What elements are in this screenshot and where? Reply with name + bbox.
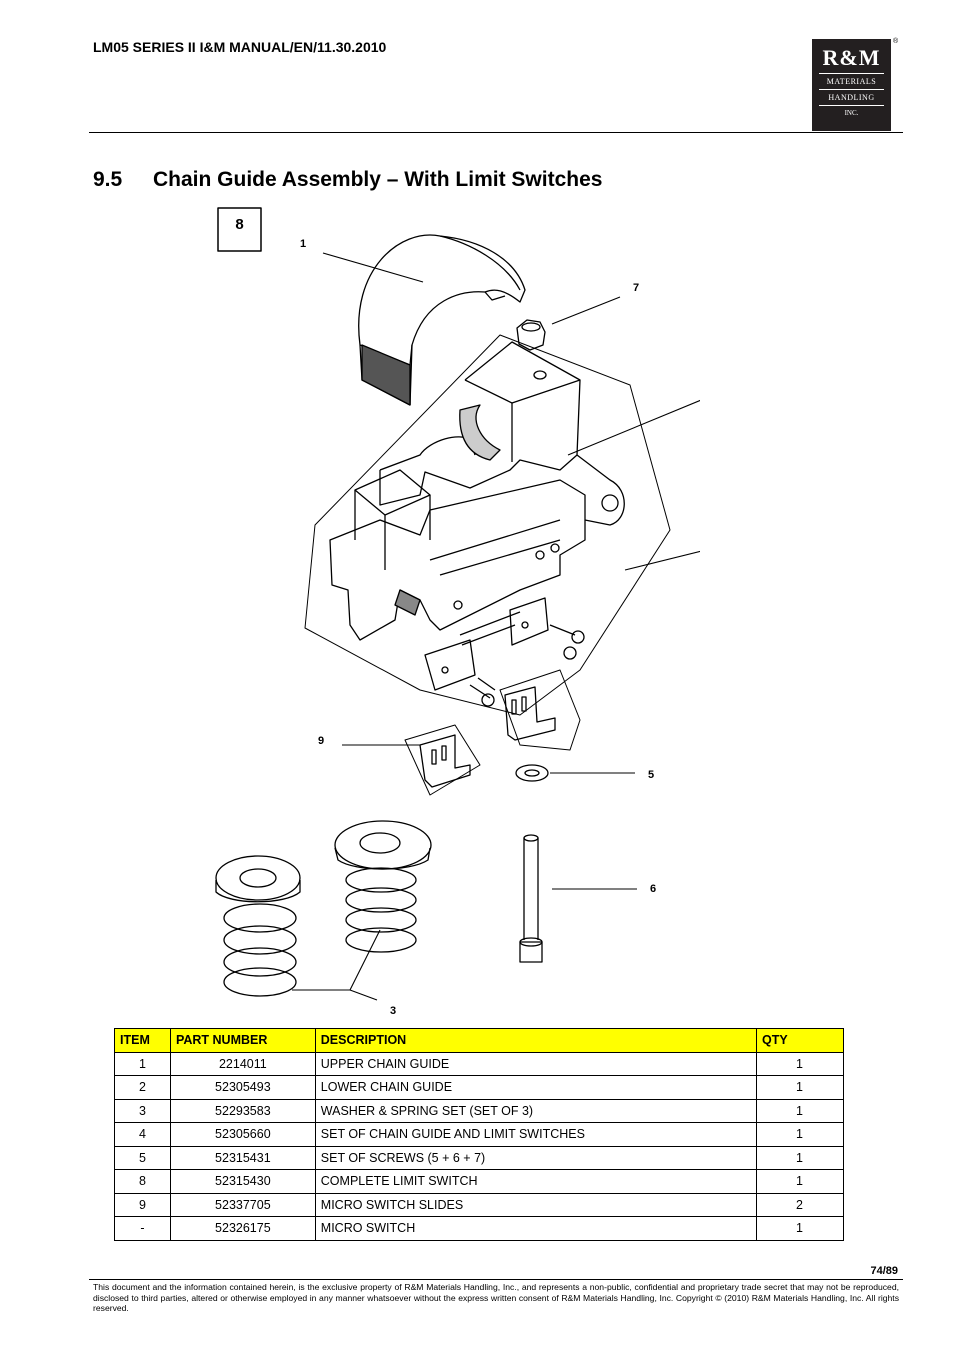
item-cell: 4 <box>114 1122 171 1147</box>
description-cell: MICRO SWITCH <box>314 1216 758 1241</box>
washer-part <box>515 764 549 782</box>
item-cell: - <box>114 1216 171 1241</box>
callout-3: 3 <box>390 1005 396 1017</box>
qty-cell: 1 <box>756 1169 844 1194</box>
leader-lines <box>292 252 700 1001</box>
part-number-cell: 52337705 <box>169 1192 316 1217</box>
section-number: 9.5 <box>93 168 123 191</box>
figure-number-box <box>217 207 262 252</box>
column-header-part-number: PART NUMBER <box>169 1028 316 1053</box>
qty-cell: 1 <box>756 1122 844 1147</box>
slide-group-outline-2 <box>499 669 581 751</box>
description-cell: COMPLETE LIMIT SWITCH <box>314 1169 758 1194</box>
qty-cell: 1 <box>756 1098 844 1123</box>
qty-cell: 1 <box>756 1145 844 1170</box>
part-number-cell: 52293583 <box>169 1098 316 1123</box>
description-cell: SET OF CHAIN GUIDE AND LIMIT SWITCHES <box>314 1122 758 1147</box>
slide-group-outline <box>404 724 481 796</box>
item-cell: 2 <box>114 1075 171 1100</box>
callout-1: 1 <box>300 238 306 250</box>
description-cell: SET OF SCREWS (5 + 6 + 7) <box>314 1145 758 1170</box>
micro-switch-slides-part <box>419 686 556 788</box>
logo-inc: INC. <box>844 109 859 117</box>
callout-9: 9 <box>318 735 324 747</box>
exploded-assembly-drawing: 8 <box>215 207 700 1017</box>
confidentiality-footer: This document and the information contai… <box>93 1282 899 1314</box>
hex-nut-part <box>516 319 546 351</box>
qty-cell: 1 <box>756 1216 844 1241</box>
qty-cell: 1 <box>756 1051 844 1076</box>
figure-number: 8 <box>235 216 243 233</box>
description-cell: WASHER & SPRING SET (SET OF 3) <box>314 1098 758 1123</box>
item-cell: 1 <box>114 1051 171 1076</box>
assembly-group-outline <box>304 334 671 716</box>
qty-cell: 2 <box>756 1192 844 1217</box>
description-cell: UPPER CHAIN GUIDE <box>314 1051 758 1076</box>
section-heading: 9.5 Chain Guide Assembly – With Limit Swi… <box>93 168 602 192</box>
logo-handling: HANDLING <box>828 93 875 102</box>
part-number-cell: 52315431 <box>169 1145 316 1170</box>
base-block-part <box>329 469 586 641</box>
description-cell: LOWER CHAIN GUIDE <box>314 1075 758 1100</box>
qty-cell: 1 <box>756 1075 844 1100</box>
part-number-cell: 52305660 <box>169 1122 316 1147</box>
column-header-item: ITEM <box>114 1028 171 1053</box>
document-header-title: LM05 SERIES II I&M MANUAL/EN/11.30.2010 <box>93 39 387 55</box>
part-number-cell: 2214011 <box>169 1051 316 1076</box>
upper-chain-guide-part <box>358 234 526 406</box>
spring-right-part <box>334 820 432 953</box>
spring-left-part <box>215 855 301 997</box>
page-number: 74/89 <box>870 1265 898 1277</box>
callout-6: 6 <box>650 883 656 895</box>
column-header-qty: QTY <box>756 1028 844 1053</box>
part-number-cell: 52326175 <box>169 1216 316 1241</box>
description-cell: MICRO SWITCH SLIDES <box>314 1192 758 1217</box>
parts-table-header-row: ITEM PART NUMBER DESCRIPTION QTY <box>114 1028 844 1053</box>
registered-mark: ® <box>893 38 899 45</box>
part-number-cell: 52315430 <box>169 1169 316 1194</box>
callout-7: 7 <box>633 282 639 294</box>
column-header-description: DESCRIPTION <box>314 1028 758 1053</box>
item-cell: 3 <box>114 1098 171 1123</box>
item-cell: 8 <box>114 1169 171 1194</box>
logo-materials: MATERIALS <box>826 77 877 86</box>
footer-rule <box>89 1279 903 1280</box>
section-title: Chain Guide Assembly – With Limit Switch… <box>153 168 603 191</box>
lower-chain-guide-part <box>379 341 625 526</box>
logo-rm-text: R&M <box>822 45 881 70</box>
callout-5: 5 <box>648 769 654 781</box>
header-rule <box>89 132 903 133</box>
rm-logo: R&M MATERIALS HANDLING INC. <box>812 39 891 131</box>
item-cell: 5 <box>114 1145 171 1170</box>
micro-switches-part <box>424 597 585 707</box>
long-screw-part <box>519 834 543 963</box>
item-cell: 9 <box>114 1192 171 1217</box>
part-number-cell: 52305493 <box>169 1075 316 1100</box>
